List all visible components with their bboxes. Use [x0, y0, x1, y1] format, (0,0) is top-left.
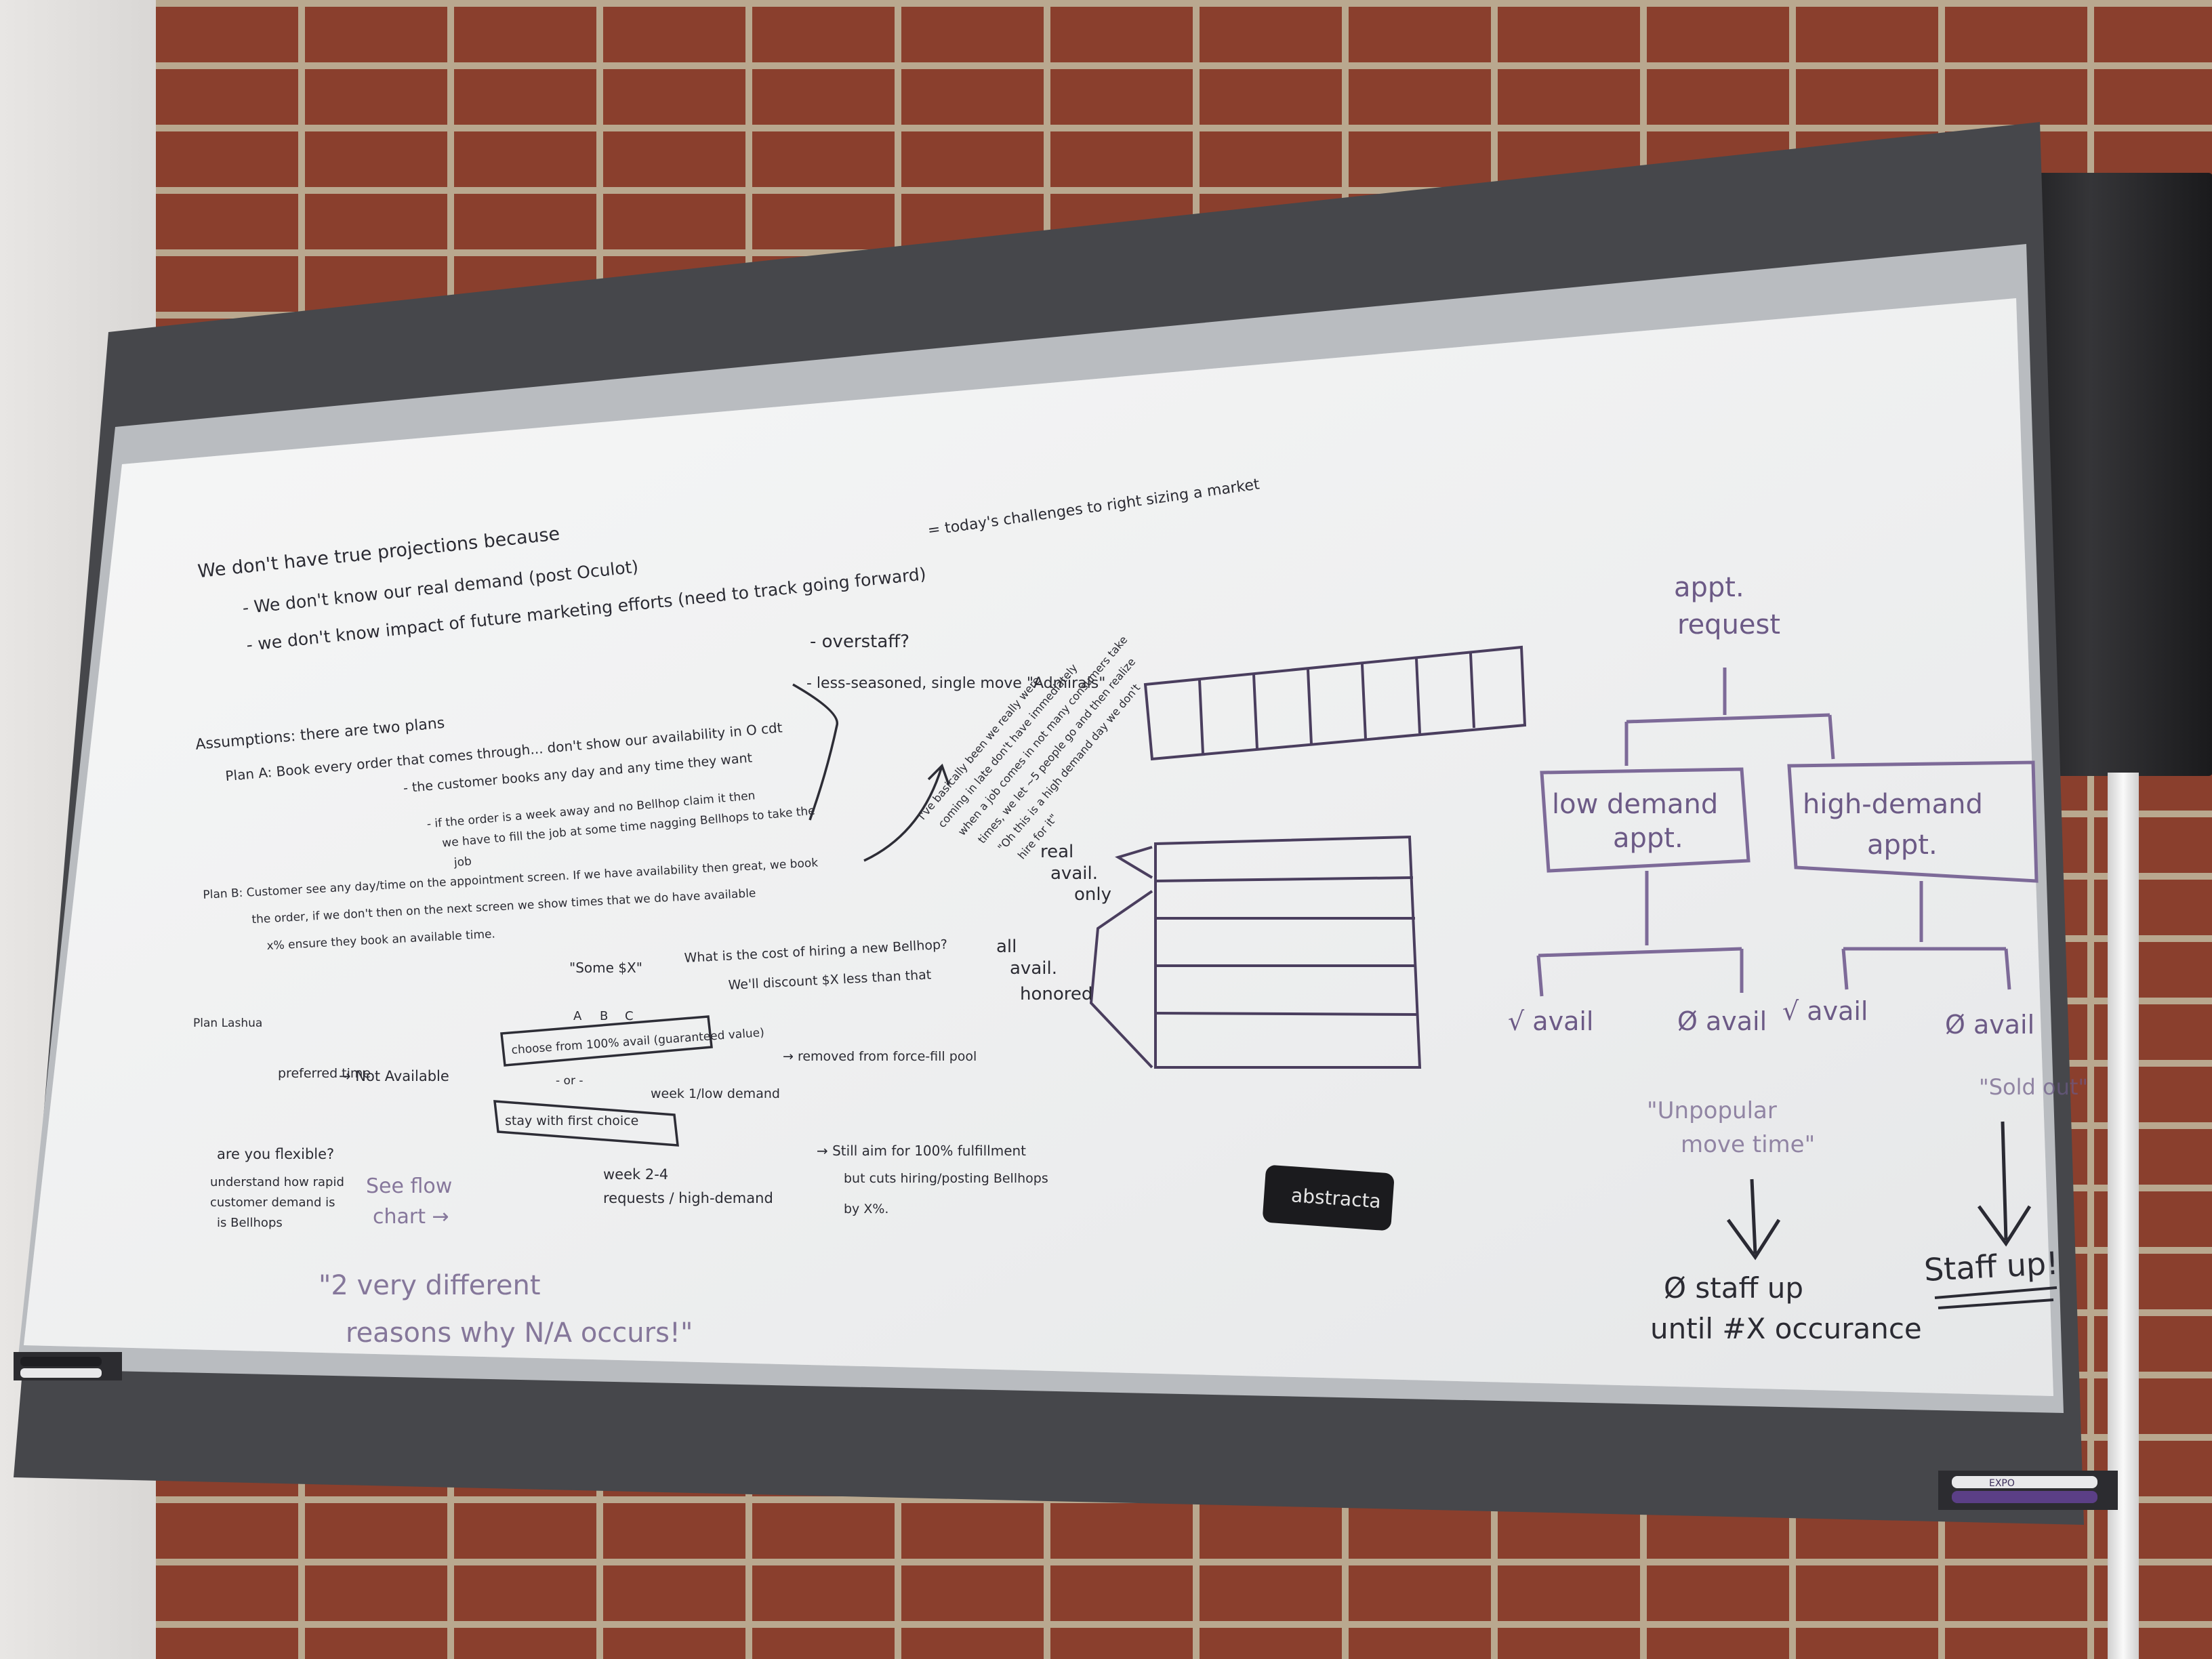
abc-a: A: [573, 1009, 582, 1023]
not-available: → Not Available: [339, 1068, 449, 1084]
marker-brand-label: EXPO: [1989, 1478, 2015, 1489]
or-label: - or -: [556, 1074, 583, 1088]
purple-notes-left: See flow chart → "2 very different reaso…: [319, 1174, 693, 1349]
calendar-sketch: [1143, 645, 1527, 761]
flow-trunk: [1624, 668, 1835, 766]
two-reasons-2: reasons why N/A occurs!": [346, 1317, 693, 1349]
overstaff-notes: - overstaff? - less-seasoned, single mov…: [806, 632, 1105, 692]
sold-out: "Sold out": [1979, 1074, 2088, 1100]
marker-left-2: [20, 1368, 102, 1378]
abc-b: B: [600, 1009, 608, 1023]
week1-label: week 1/low demand: [651, 1086, 780, 1101]
overstaff-line: - overstaff?: [810, 632, 909, 652]
staff-up: Staff up!: [1923, 1245, 2060, 1288]
all-avail-3: honored: [1020, 984, 1092, 1004]
stay-first: stay with first choice: [505, 1113, 638, 1128]
no-avail-2: Ø avail: [1945, 1010, 2034, 1040]
less-seasoned-line: - less-seasoned, single move "Admirals": [806, 675, 1105, 692]
all-avail-1: all: [996, 937, 1017, 957]
see-flow-1: See flow: [366, 1174, 452, 1198]
real-avail-1: real: [1040, 842, 1073, 862]
no-staff-1: Ø staff up: [1664, 1271, 1803, 1305]
marker-right-1: [1952, 1476, 2097, 1488]
week24-b: requests / high-demand: [603, 1190, 773, 1206]
board-sheen: [24, 298, 2053, 1396]
unpopular-1: "Unpopular: [1647, 1097, 1777, 1124]
low-demand-2: appt.: [1613, 823, 1683, 854]
all-avail-2: avail.: [1010, 958, 1057, 979]
see-flow-2: chart →: [373, 1205, 449, 1229]
understand-3: is Bellhops: [217, 1216, 283, 1230]
flexible-q: are you flexible?: [217, 1146, 334, 1162]
choice-box-2: [493, 1100, 679, 1147]
appt-request-2: request: [1677, 609, 1780, 640]
removed-pool: → removed from force-fill pool: [783, 1049, 977, 1064]
staff-up-underline: [1934, 1286, 2057, 1309]
abc-c: C: [625, 1009, 634, 1023]
understand-1: understand how rapid: [210, 1175, 344, 1189]
marker-left-1: [20, 1357, 102, 1366]
week24-a: week 2-4: [603, 1166, 668, 1183]
high-demand-2: appt.: [1867, 830, 1938, 861]
still-aim-3: by X%.: [844, 1202, 888, 1216]
unpopular-2: move time": [1681, 1131, 1815, 1158]
plan-lashua-title: Plan Lashua: [193, 1017, 262, 1030]
preferred-time: preferred time: [278, 1066, 371, 1081]
low-demand-1: low demand: [1552, 789, 1718, 820]
high-demand-box: [1787, 760, 2039, 883]
high-demand-1: high-demand: [1803, 789, 1983, 820]
still-aim-1: → Still aim for 100% fulfillment: [817, 1143, 1026, 1159]
plan-bracket: [792, 683, 838, 821]
no-staff-2: until #X occurance: [1650, 1312, 1922, 1345]
no-avail-1: Ø avail: [1677, 1006, 1767, 1036]
check-avail-2: √ avail: [1782, 996, 1868, 1026]
check-avail-1: √ avail: [1508, 1006, 1593, 1036]
marker-right-2: [1952, 1491, 2097, 1503]
real-avail-3: only: [1074, 884, 1111, 905]
arrow-unpopular: [1726, 1179, 1781, 1261]
some-x-label: "Some $X": [569, 960, 642, 976]
choice-box-1: [500, 1015, 713, 1067]
demand-flowchart: appt. request low demand appt. high-dema…: [1508, 572, 2088, 1345]
plan-a-sub4: job: [453, 855, 472, 869]
flow-branches: [1536, 871, 2011, 997]
avail-diagram: real avail. only all avail. honored: [996, 835, 1422, 1069]
diag-arrow: [863, 763, 950, 862]
two-reasons-1: "2 very different: [319, 1270, 541, 1301]
low-demand-box: [1540, 767, 1750, 873]
real-avail-2: avail.: [1050, 863, 1098, 884]
conduit-pipe: [2108, 773, 2139, 1659]
appt-request-1: appt.: [1674, 572, 1744, 603]
still-aim-2: but cuts hiring/posting Bellhops: [844, 1171, 1048, 1186]
understand-2: customer demand is: [210, 1195, 335, 1210]
arrow-sold-out: [1977, 1121, 2032, 1247]
eraser[interactable]: abstracta: [1262, 1164, 1394, 1231]
